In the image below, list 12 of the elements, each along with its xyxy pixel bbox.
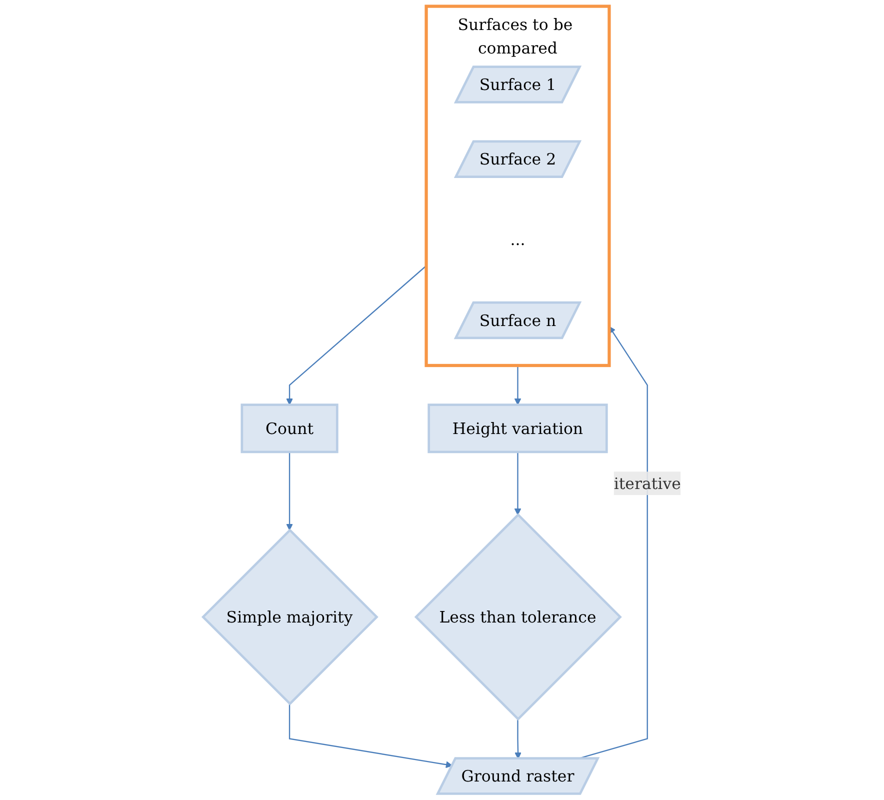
edge-label: iterative bbox=[614, 474, 681, 493]
arrow bbox=[286, 452, 293, 530]
arrow bbox=[514, 719, 522, 760]
node-box: Height variation bbox=[428, 404, 608, 454]
arrow bbox=[288, 704, 453, 768]
arrow bbox=[514, 366, 522, 406]
node-diamond: Less than tolerance bbox=[414, 513, 622, 721]
node-box: Count bbox=[240, 404, 338, 454]
node-diamond: Simple majority bbox=[201, 528, 378, 706]
arrow bbox=[514, 452, 522, 516]
node-text: ... bbox=[510, 230, 526, 250]
arrow bbox=[286, 265, 427, 406]
